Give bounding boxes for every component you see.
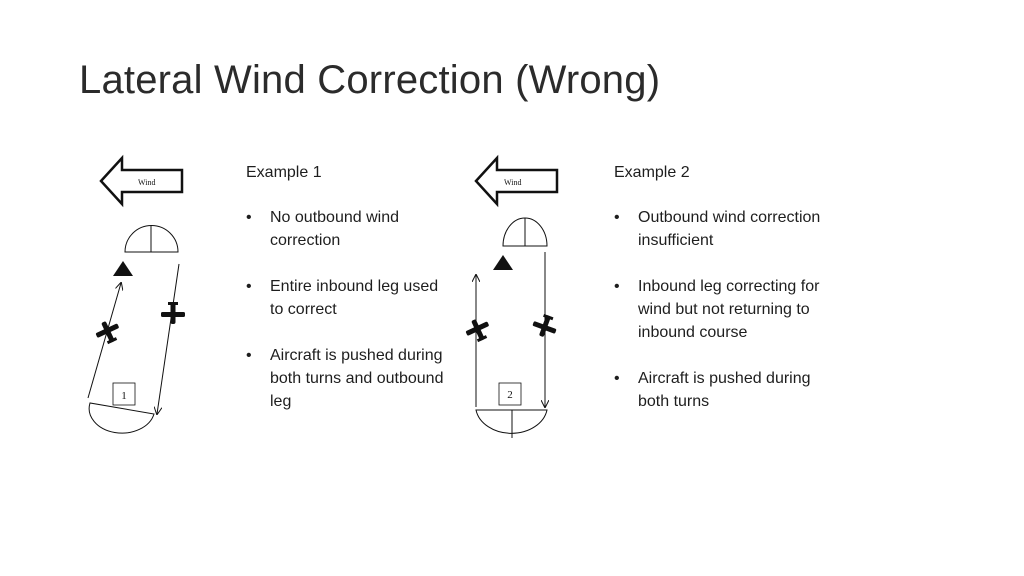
example-1-text: Example 1 No outbound wind correction En… bbox=[246, 161, 446, 436]
holding-diagram-example-1: Wind 1 bbox=[80, 150, 210, 450]
inbound-leg bbox=[87, 283, 121, 399]
bullet-item: No outbound wind correction bbox=[246, 206, 446, 252]
airplane-icon bbox=[532, 313, 557, 337]
airplane-icon bbox=[161, 302, 185, 324]
example-2-text: Example 2 Outbound wind correction insuf… bbox=[614, 161, 824, 436]
airplane-icon bbox=[465, 319, 489, 343]
bottom-turn bbox=[475, 409, 548, 438]
bullet-item: Aircraft is pushed during both turns and… bbox=[246, 344, 446, 413]
wind-label: Wind bbox=[504, 178, 521, 187]
example-2-bullets: Outbound wind correction insufficient In… bbox=[614, 206, 824, 413]
example-1-bullets: No outbound wind correction Entire inbou… bbox=[246, 206, 446, 413]
airplane-icon bbox=[95, 321, 119, 345]
bullet-item: Entire inbound leg used to correct bbox=[246, 275, 446, 321]
outbound-leg bbox=[157, 263, 180, 414]
example-2-heading: Example 2 bbox=[614, 164, 690, 181]
top-turn bbox=[502, 217, 548, 247]
fix-triangle-icon bbox=[113, 261, 133, 276]
fix-triangle-icon bbox=[493, 255, 513, 270]
wind-label: Wind bbox=[138, 178, 155, 187]
example-number-box bbox=[112, 382, 136, 406]
bullet-item: Inbound leg correcting for wind but not … bbox=[614, 275, 824, 344]
top-turn bbox=[124, 225, 179, 253]
bottom-turn bbox=[88, 402, 155, 434]
example-number-label: 1 bbox=[121, 390, 127, 402]
holding-diagram-example-2: Wind 2 bbox=[455, 150, 585, 450]
wind-arrow-icon: Wind bbox=[99, 154, 184, 208]
example-number-box bbox=[498, 382, 522, 406]
bullet-item: Outbound wind correction insufficient bbox=[614, 206, 824, 252]
page-title: Lateral Wind Correction (Wrong) bbox=[79, 58, 661, 102]
example-number-label: 2 bbox=[507, 389, 513, 401]
wind-arrow-icon: Wind bbox=[474, 154, 559, 208]
bullet-item: Aircraft is pushed during both turns bbox=[614, 367, 824, 413]
example-1-heading: Example 1 bbox=[246, 164, 322, 181]
